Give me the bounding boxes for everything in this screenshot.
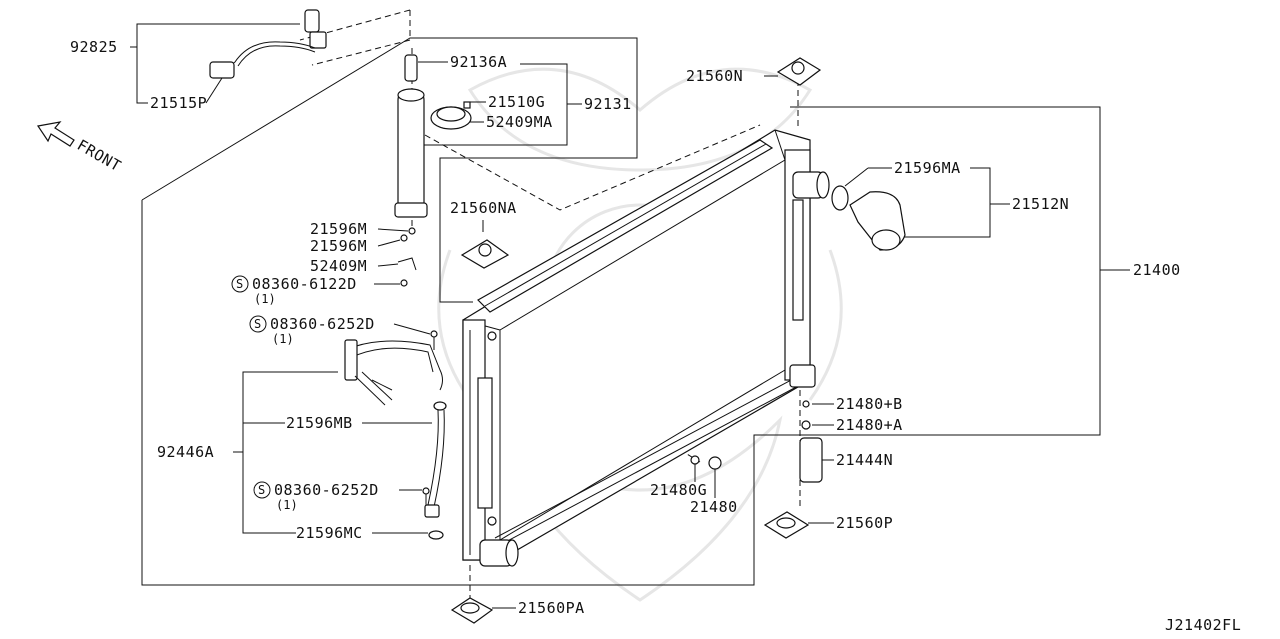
part-labels: 92825 21515P 92136A 21510G 52409MA 92131… — [70, 38, 1181, 617]
label-21480: 21480 — [690, 498, 738, 516]
label-21596MA: 21596MA — [894, 159, 961, 177]
bolt-symbol-1: S — [236, 277, 243, 291]
label-92136A: 92136A — [450, 53, 507, 71]
group-outlines — [130, 23, 1130, 586]
label-21512N: 21512N — [1012, 195, 1069, 213]
leader-lines — [205, 61, 892, 609]
bolt-symbols: S S S — [231, 275, 271, 499]
label-21596M-1: 21596M — [310, 220, 367, 238]
label-92825: 92825 — [70, 38, 118, 56]
label-21596MC: 21596MC — [296, 524, 363, 542]
label-08360-6252D-lower: 08360-6252D — [274, 481, 379, 499]
label-21480-A: 21480+A — [836, 416, 903, 434]
label-21400: 21400 — [1133, 261, 1181, 279]
label-21510G: 21510G — [488, 93, 545, 111]
label-08360-6252D-upper: 08360-6252D — [270, 315, 375, 333]
label-92446A: 92446A — [157, 443, 214, 461]
label-21515P: 21515P — [150, 94, 207, 112]
label-21596MB: 21596MB — [286, 414, 353, 432]
qty-08360-6252D-lower: (1) — [276, 498, 298, 512]
label-08360-6122D: 08360-6122D — [252, 275, 357, 293]
label-92131: 92131 — [584, 95, 632, 113]
front-arrow: FRONT — [36, 121, 124, 175]
bolt-symbol-3: S — [258, 483, 265, 497]
drawing-code: J21402FL — [1165, 616, 1241, 634]
small-hardware — [397, 227, 823, 505]
label-21560P: 21560P — [836, 514, 893, 532]
qty-08360-6252D-upper: (1) — [272, 332, 294, 346]
label-21560PA: 21560PA — [518, 599, 585, 617]
reservoir-tank — [394, 54, 472, 218]
label-21444N: 21444N — [836, 451, 893, 469]
radiator-pipes — [479, 171, 830, 567]
cooler-pipes — [344, 339, 447, 540]
sensor-harness — [209, 9, 327, 79]
label-21596M-2: 21596M — [310, 237, 367, 255]
label-52409MA: 52409MA — [486, 113, 553, 131]
front-label: FRONT — [74, 136, 124, 175]
label-21560NA: 21560NA — [450, 199, 517, 217]
label-21480-B: 21480+B — [836, 395, 903, 413]
label-21480G: 21480G — [650, 481, 707, 499]
upper-hose — [831, 185, 906, 251]
radiator-core — [462, 129, 811, 561]
bolt-symbol-2: S — [254, 317, 261, 331]
label-52409M: 52409M — [310, 257, 367, 275]
label-21560N: 21560N — [686, 67, 743, 85]
qty-08360-6122D: (1) — [254, 292, 276, 306]
mounting-pads — [450, 57, 822, 624]
